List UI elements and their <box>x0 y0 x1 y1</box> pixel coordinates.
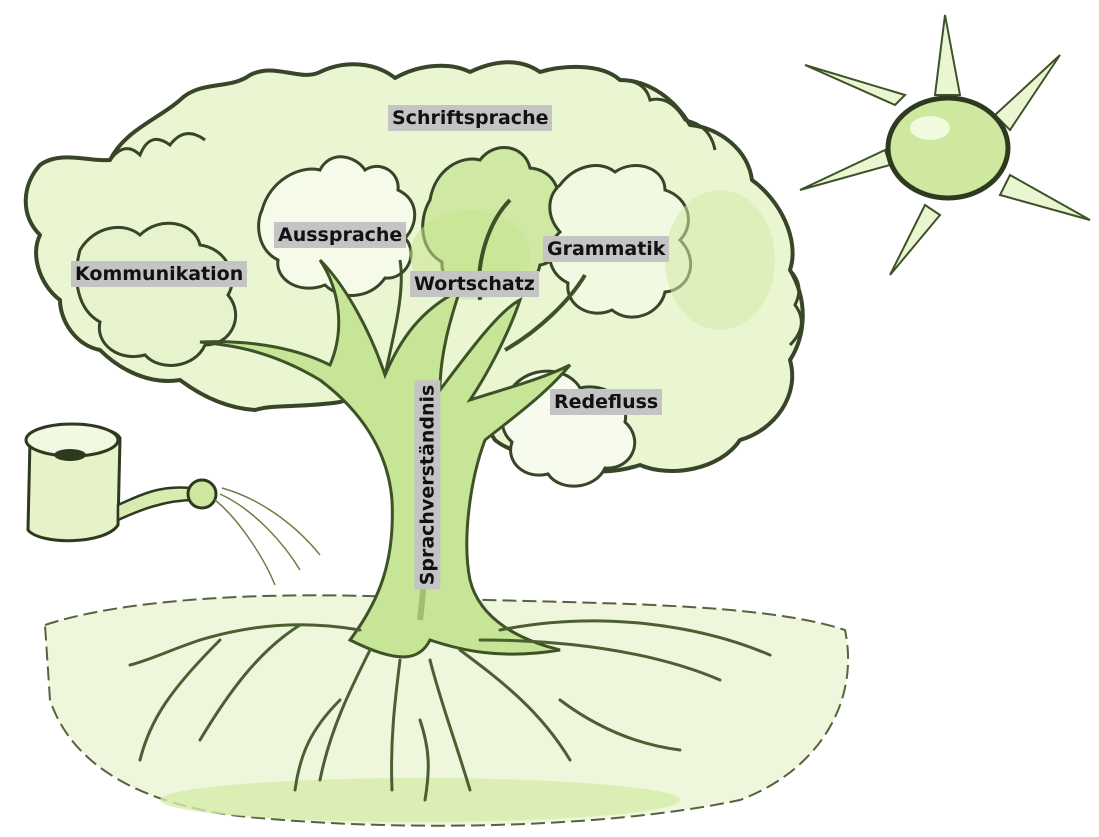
label-schriftsprache: Schriftsprache <box>388 105 552 131</box>
label-redefluss: Redefluss <box>550 389 662 415</box>
label-kommunikation: Kommunikation <box>71 261 247 287</box>
label-sprachverstaendnis: Sprachverständnis <box>414 381 440 590</box>
watering-can-icon <box>26 424 320 585</box>
sun-icon <box>800 15 1090 275</box>
label-grammatik: Grammatik <box>543 236 669 262</box>
label-wortschatz: Wortschatz <box>410 271 539 297</box>
label-aussprache: Aussprache <box>274 222 406 248</box>
